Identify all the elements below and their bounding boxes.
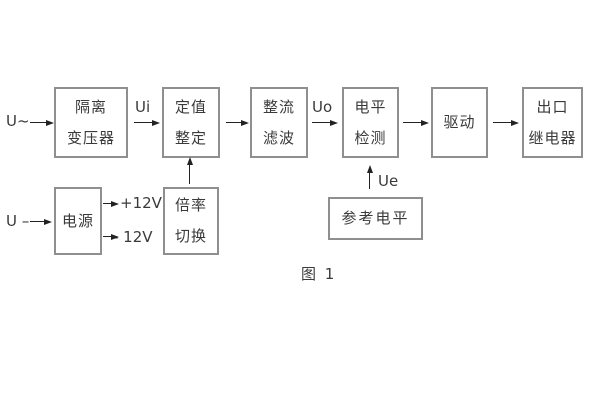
block-level-detector-line2: 检测 bbox=[354, 128, 387, 147]
block-reference-level: 参考电平 bbox=[328, 197, 423, 240]
block-ratio-switch-line1: 倍率 bbox=[174, 196, 207, 214]
label-ac-input: U~ bbox=[6, 112, 30, 130]
arrow-detector-to-driver bbox=[403, 120, 429, 127]
block-rectifier-filter-line1: 整流 bbox=[262, 97, 295, 116]
block-value-setting: 定值 整定 bbox=[162, 87, 220, 158]
arrow-ac-input-to-transformer bbox=[30, 120, 54, 127]
block-value-setting-line1: 定值 bbox=[174, 97, 207, 116]
arrow-dc-input-to-power bbox=[30, 219, 52, 226]
block-level-detector-line1: 电平 bbox=[354, 97, 387, 116]
block-output-relay: 出口 继电器 bbox=[522, 87, 583, 158]
block-driver: 驱动 bbox=[431, 87, 488, 158]
block-power-supply: 电源 bbox=[54, 187, 102, 255]
label-ui: Ui bbox=[135, 98, 151, 116]
figure-caption: 图 1 bbox=[301, 265, 337, 283]
label-plus-12v: +12V bbox=[120, 194, 162, 212]
arrow-power-to-plus-12v bbox=[103, 201, 119, 208]
block-output-relay-line2: 继电器 bbox=[528, 128, 577, 147]
block-reference-level-line1: 参考电平 bbox=[341, 209, 410, 227]
label-uo: Uo bbox=[312, 98, 333, 116]
arrow-power-to-minus-12v bbox=[103, 234, 119, 241]
block-isolation-transformer-line2: 变压器 bbox=[66, 128, 115, 147]
label-dc-input: U – bbox=[6, 212, 30, 230]
label-ue: Ue bbox=[378, 172, 399, 190]
block-isolation-transformer-line1: 隔离 bbox=[74, 97, 107, 116]
block-ratio-switch-line2: 切换 bbox=[174, 227, 207, 245]
block-power-supply-line1: 电源 bbox=[61, 211, 94, 230]
arrow-ue-reference-to-detector bbox=[367, 165, 374, 189]
block-ratio-switch: 倍率 切换 bbox=[163, 187, 219, 255]
arrow-setting-to-rectifier bbox=[226, 120, 249, 127]
label-minus-12v: - 12V bbox=[113, 228, 153, 246]
arrow-driver-to-relay bbox=[493, 120, 519, 127]
block-output-relay-line1: 出口 bbox=[536, 97, 569, 116]
block-level-detector: 电平 检测 bbox=[342, 87, 399, 158]
block-driver-line1: 驱动 bbox=[443, 113, 476, 131]
block-rectifier-filter-line2: 滤波 bbox=[262, 128, 295, 147]
block-value-setting-line2: 整定 bbox=[174, 128, 207, 147]
block-isolation-transformer: 隔离 变压器 bbox=[54, 87, 128, 158]
arrow-uo-rectifier-to-detector bbox=[312, 120, 338, 127]
arrow-ui-transformer-to-setting bbox=[134, 120, 160, 127]
block-rectifier-filter: 整流 滤波 bbox=[250, 87, 308, 158]
arrow-ratio-switch-to-setting bbox=[187, 157, 194, 184]
